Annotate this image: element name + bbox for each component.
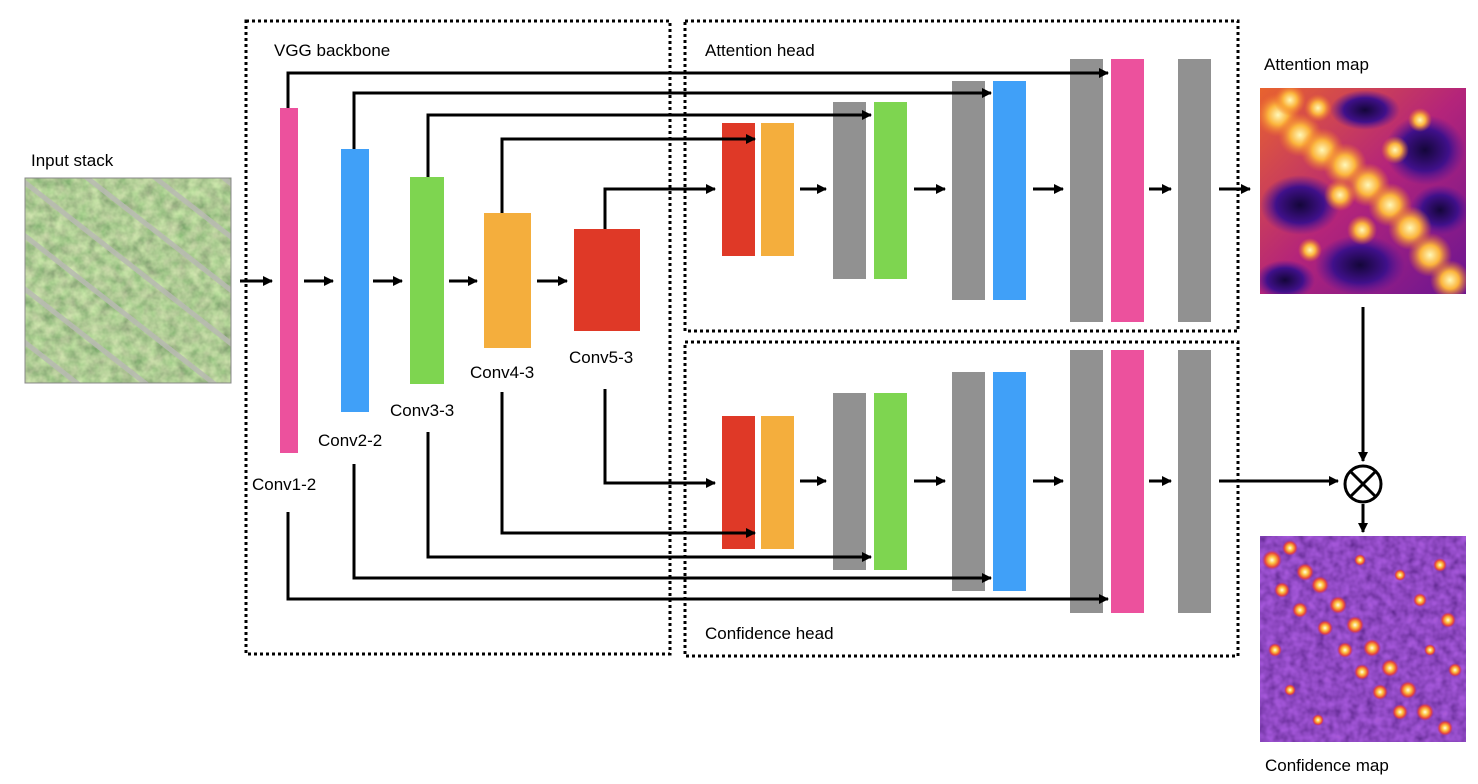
attention-map-label: Attention map xyxy=(1264,55,1369,74)
vgg-backbone-label: VGG backbone xyxy=(274,41,390,60)
conv2-2-block xyxy=(341,149,369,412)
conv4-3-label: Conv4-3 xyxy=(470,363,534,382)
vgg-backbone-box xyxy=(244,19,672,656)
conv5-3-block xyxy=(574,229,640,331)
conv1-2-block xyxy=(280,108,298,453)
attention-head-box xyxy=(683,19,1240,333)
conv2-2-label: Conv2-2 xyxy=(318,431,382,450)
attention-head-label: Attention head xyxy=(705,41,815,60)
conv4-3-block xyxy=(484,213,531,348)
conv3-3-label: Conv3-3 xyxy=(390,401,454,420)
attention-skip-connections xyxy=(286,68,1109,229)
confidence-map-label: Confidence map xyxy=(1265,756,1389,775)
attention-map-image xyxy=(1260,88,1466,294)
confidence-skip-connections xyxy=(286,389,1109,604)
confidence-head-label: Confidence head xyxy=(705,624,834,643)
multiply-circle-icon xyxy=(1343,464,1383,504)
confidence-map-image xyxy=(1260,536,1466,742)
confidence-head-box xyxy=(683,340,1240,658)
conv1-2-label: Conv1-2 xyxy=(252,475,316,494)
attention-head-blocks xyxy=(722,59,1211,322)
conv5-3-label: Conv5-3 xyxy=(569,348,633,367)
input-stack-image xyxy=(24,177,232,384)
conv3-3-block xyxy=(410,177,444,384)
input-stack-label: Input stack xyxy=(31,151,114,170)
confidence-head-blocks xyxy=(722,350,1211,613)
